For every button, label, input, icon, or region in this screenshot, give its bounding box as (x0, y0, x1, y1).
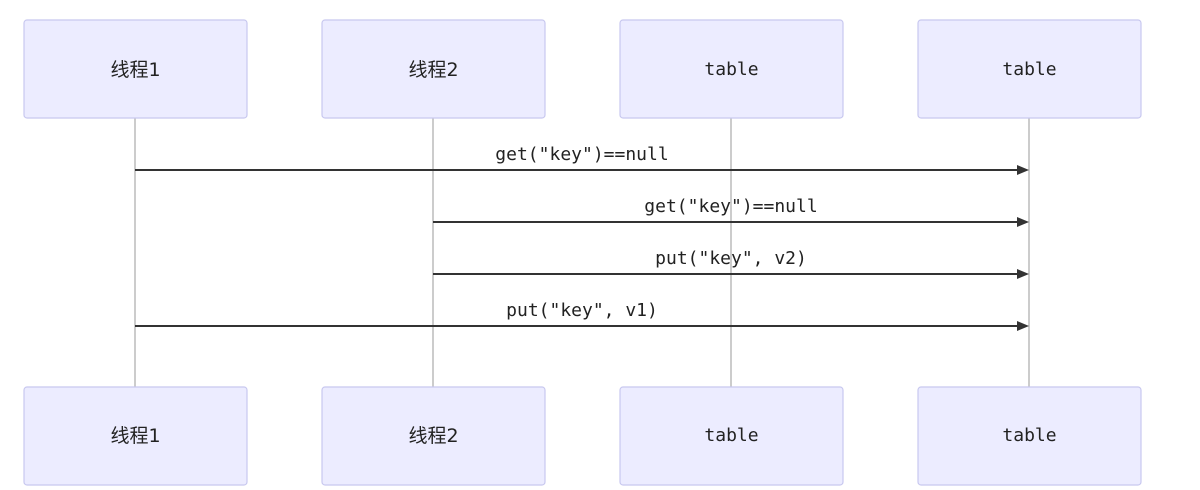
participant-label: 线程1 (110, 59, 160, 81)
message-label: get("key")==null (644, 196, 817, 217)
participant-bottom-table-a: table (619, 386, 844, 486)
participant-top-table-a: table (619, 19, 844, 119)
participant-bottom-thread-2: 线程2 (321, 386, 546, 486)
participant-label: table (1002, 425, 1056, 446)
arrowhead-icon (1017, 321, 1029, 331)
participant-label: 线程1 (110, 425, 160, 447)
participant-label: table (704, 425, 758, 446)
participant-top-thread-1: 线程1 (23, 19, 248, 119)
message-2: get("key")==null (433, 196, 1029, 227)
participant-top-table-b: table (917, 19, 1142, 119)
participant-label: table (1002, 59, 1056, 80)
participant-bottom-table-b: table (917, 386, 1142, 486)
message-label: put("key", v1) (506, 300, 658, 321)
arrowhead-icon (1017, 165, 1029, 175)
arrowhead-icon (1017, 217, 1029, 227)
participant-top-thread-2: 线程2 (321, 19, 546, 119)
message-1: get("key")==null (135, 144, 1029, 175)
message-4: put("key", v1) (135, 300, 1029, 331)
participant-label: 线程2 (408, 59, 458, 81)
participant-label: table (704, 59, 758, 80)
message-label: get("key")==null (495, 144, 668, 165)
message-label: put("key", v2) (655, 248, 807, 269)
message-3: put("key", v2) (433, 248, 1029, 279)
participant-label: 线程2 (408, 425, 458, 447)
arrowhead-icon (1017, 269, 1029, 279)
participant-bottom-thread-1: 线程1 (23, 386, 248, 486)
